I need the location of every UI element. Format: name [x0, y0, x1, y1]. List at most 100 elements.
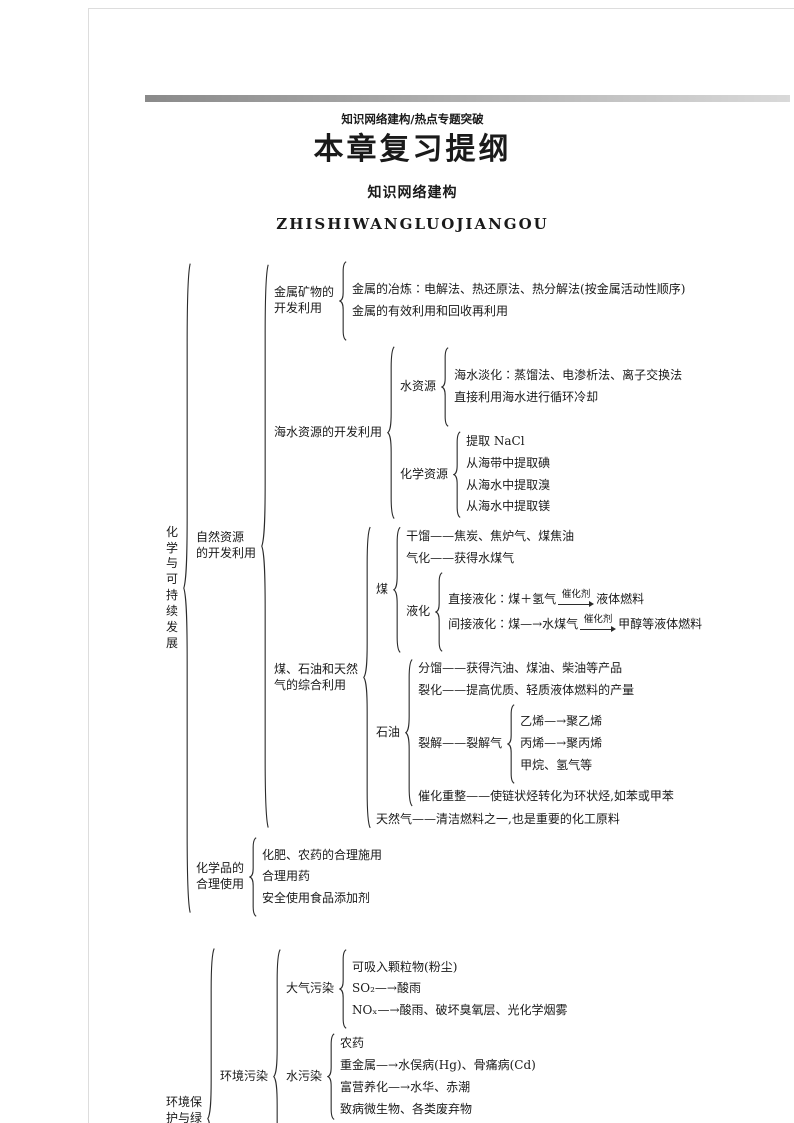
tree-node: 化 学 与 可 持 续 发 展自然资源 的开发利用金属矿物的 开发利用金属的冶炼…	[163, 257, 790, 919]
node-children: 提取 NaCl 从海带中提取碘从海水中提取溴从海水中提取镁	[463, 431, 553, 518]
node-label: 环境污染	[220, 1069, 269, 1084]
node-label: 金属矿物的 开发利用	[274, 285, 335, 315]
node-label: 从海水中提取镁	[466, 499, 551, 514]
node-children: 农药重金属—→水俣病(Hg)、骨痛病(Cd) 富营养化—→水华、赤潮致病微生物、各…	[337, 1033, 539, 1120]
node-label: 乙烯—→聚乙烯	[520, 713, 603, 728]
brace-icon	[363, 524, 371, 831]
page-header-subtitle: 知识网络建构/热点专题突破	[341, 112, 484, 126]
node-label: 提取 NaCl	[466, 434, 525, 448]
tree-node: 干馏——焦炭、焦炉气、煤焦油	[403, 528, 705, 546]
node-label: 水污染	[286, 1069, 323, 1084]
node-children: 海水淡化∶蒸馏法、电渗析法、离子交换法直接利用海水进行循环冷却	[451, 365, 685, 409]
node-label: 金属的有效利用和回收再利用	[352, 304, 509, 318]
tree-node: 富营养化—→水华、赤潮	[337, 1079, 539, 1097]
node-label-rich: 间接液化∶煤—→水煤气催化剂甲醇等液体燃料	[445, 614, 705, 635]
tree-node: 水污染 农药重金属—→水俣病(Hg)、骨痛病(Cd) 富营养化—→水华、赤潮致病微生…	[283, 1033, 571, 1120]
node-label: 化学资源	[400, 466, 449, 481]
tree-node: 分馏——获得汽油、煤油、柴油等产品	[415, 660, 677, 678]
tree-node: 裂化——提高优质、轻质液体燃料的产量	[415, 682, 677, 700]
header-rule	[145, 95, 790, 102]
tree-node: 化学资源 提取 NaCl 从海带中提取碘从海水中提取溴从海水中提取镁	[397, 431, 685, 518]
brace-icon	[183, 257, 191, 919]
node-label: 天然气——清洁燃料之一,也是重要的化工原料	[376, 812, 620, 827]
tree-node: 金属的冶炼∶电解法、热还原法、热分解法(按金属活动性顺序)	[349, 281, 688, 299]
node-children: 煤干馏——焦炭、焦炉气、煤焦油气化——获得水煤气液化直接液化∶煤＋氢气催化剂液体…	[373, 524, 705, 831]
page-title: 本章复习提纲	[313, 132, 512, 167]
brace-icon	[393, 526, 401, 654]
node-label: 裂解——裂解气	[418, 735, 503, 750]
node-label: 海水淡化∶蒸馏法、电渗析法、离子交换法	[454, 368, 683, 383]
tree-root: 化 学 与 可 持 续 发 展自然资源 的开发利用金属矿物的 开发利用金属的冶炼…	[163, 257, 790, 919]
node-children: 水资源海水淡化∶蒸馏法、电渗析法、离子交换法直接利用海水进行循环冷却化学资源提取…	[397, 345, 685, 520]
node-label: 农药	[340, 1036, 365, 1051]
tree-node: 致病微生物、各类废弃物	[337, 1101, 539, 1119]
tree-node: 石油分馏——获得汽油、煤油、柴油等产品裂化——提高优质、轻质液体燃料的产量裂解—…	[373, 658, 705, 807]
tree-node: 环境保 护与绿 色化学环境污染大气污染可吸入颗粒物(粉尘)SO₂—→酸雨NOₓ—…	[163, 945, 790, 1123]
brace-icon	[249, 837, 257, 917]
concept-map: 化 学 与 可 持 续 发 展自然资源 的开发利用金属矿物的 开发利用金属的冶炼…	[163, 257, 790, 1123]
tree-node: 甲烷、氢气等	[517, 757, 605, 775]
tree-node: 水资源海水淡化∶蒸馏法、电渗析法、离子交换法直接利用海水进行循环冷却	[397, 347, 685, 427]
page-header: 知识网络建构/热点专题突破 本章复习提纲 知识网络建构 ZHISHIWANGLU…	[145, 111, 790, 233]
node-label: 金属的冶炼∶电解法、热还原法、热分解法(按金属活动性顺序)	[352, 282, 686, 297]
tree-node: 安全使用食品添加剂	[259, 890, 385, 908]
tree-node: 合理用药	[259, 868, 385, 886]
section-label: 知识网络建构	[367, 185, 458, 201]
node-children: 环境污染 大气污染 可吸入颗粒物(粉尘) SO₂—→酸雨 NOₓ—→酸雨、破坏臭氧层、光…	[217, 945, 685, 1123]
tree-node: 从海带中提取碘	[463, 455, 553, 473]
brace-icon	[441, 347, 449, 427]
node-label: 致病微生物、各类废弃物	[340, 1101, 473, 1116]
tree-node: 间接液化∶煤—→水煤气催化剂甲醇等液体燃料	[445, 614, 705, 635]
tree-node: 从海水中提取溴	[463, 477, 553, 495]
brace-icon	[261, 259, 269, 833]
tree-node: 海水资源的开发利用水资源海水淡化∶蒸馏法、电渗析法、离子交换法直接利用海水进行循…	[271, 345, 705, 520]
node-label: 化学品的 合理使用	[196, 861, 245, 892]
node-label: 合理用药	[262, 869, 311, 884]
brace-icon	[453, 431, 461, 518]
node-children: 乙烯—→聚乙烯丙烯—→聚丙烯甲烷、氢气等	[517, 711, 605, 776]
node-label: 可吸入颗粒物(粉尘)	[352, 959, 458, 974]
node-label: 甲烷、氢气等	[520, 757, 593, 772]
node-children: 分馏——获得汽油、煤油、柴油等产品裂化——提高优质、轻质液体燃料的产量裂解——裂…	[415, 658, 677, 807]
node-label: 干馏——焦炭、焦炉气、煤焦油	[406, 529, 575, 544]
tree-node: 乙烯—→聚乙烯	[517, 713, 605, 731]
node-label: NOₓ—→酸雨、破坏臭氧层、光化学烟雾	[352, 1003, 568, 1018]
tree-node: 化肥、农药的合理施用	[259, 847, 385, 865]
node-label: 化肥、农药的合理施用	[262, 847, 383, 862]
node-children: 自然资源 的开发利用金属矿物的 开发利用金属的冶炼∶电解法、热还原法、热分解法(…	[193, 257, 705, 919]
tree-node: 气化——获得水煤气	[403, 550, 705, 568]
node-children: 化肥、农药的合理施用合理用药安全使用食品添加剂	[259, 845, 385, 910]
section-pinyin: ZHISHIWANGLUOJIANGOU	[276, 215, 549, 233]
brace-icon	[387, 345, 395, 520]
tree-node: 煤干馏——焦炭、焦炉气、煤焦油气化——获得水煤气液化直接液化∶煤＋氢气催化剂液体…	[373, 526, 705, 654]
node-children: 干馏——焦炭、焦炉气、煤焦油气化——获得水煤气液化直接液化∶煤＋氢气催化剂液体燃…	[403, 526, 705, 654]
brace-icon	[273, 947, 281, 1123]
node-children: 大气污染 可吸入颗粒物(粉尘) SO₂—→酸雨 NOₓ—→酸雨、破坏臭氧层、光化学烟雾…	[283, 947, 571, 1123]
tree-node: 环境污染 大气污染 可吸入颗粒物(粉尘) SO₂—→酸雨 NOₓ—→酸雨、破坏臭氧层、光…	[217, 947, 685, 1123]
brace-icon	[327, 1033, 335, 1120]
node-label: 煤、石油和天然 气的综合利用	[274, 661, 359, 692]
brace-icon	[207, 945, 215, 1123]
tree-node: 农药	[337, 1035, 539, 1053]
node-label: 直接利用海水进行循环冷却	[454, 390, 599, 404]
page: 知识网络建构/热点专题突破 本章复习提纲 知识网络建构 ZHISHIWANGLU…	[145, 95, 790, 1123]
node-label: 海水资源的开发利用	[274, 424, 383, 439]
node-children: 直接液化∶煤＋氢气催化剂液体燃料间接液化∶煤—→水煤气催化剂甲醇等液体燃料	[445, 587, 705, 637]
tree-node: 大气污染 可吸入颗粒物(粉尘) SO₂—→酸雨 NOₓ—→酸雨、破坏臭氧层、光化学烟雾	[283, 949, 571, 1029]
tree-root: 环境保 护与绿 色化学环境污染大气污染可吸入颗粒物(粉尘)SO₂—→酸雨NOₓ—…	[163, 945, 790, 1123]
brace-icon	[507, 704, 515, 784]
brace-icon	[435, 572, 443, 652]
node-children: 金属矿物的 开发利用 金属的冶炼∶电解法、热还原法、热分解法(按金属活动性顺序) 金…	[271, 259, 705, 833]
node-label: 液化	[406, 604, 431, 619]
brace-icon	[339, 261, 347, 341]
tree-node: 自然资源 的开发利用金属矿物的 开发利用金属的冶炼∶电解法、热还原法、热分解法(…	[193, 259, 705, 833]
tree-node: 金属的有效利用和回收再利用	[349, 303, 688, 321]
node-label: 安全使用食品添加剂	[262, 891, 371, 906]
tree-node: 金属矿物的 开发利用 金属的冶炼∶电解法、热还原法、热分解法(按金属活动性顺序) 金…	[271, 261, 705, 341]
tree-node: 可吸入颗粒物(粉尘)	[349, 959, 570, 977]
node-label: SO₂—→酸雨	[352, 981, 421, 996]
node-label: 大气污染	[286, 981, 335, 996]
tree-node: 煤、石油和天然 气的综合利用煤干馏——焦炭、焦炉气、煤焦油气化——获得水煤气液化…	[271, 524, 705, 831]
tree-node: 重金属—→水俣病(Hg)、骨痛病(Cd)	[337, 1057, 539, 1075]
node-label: 分馏——获得汽油、煤油、柴油等产品	[418, 660, 623, 675]
